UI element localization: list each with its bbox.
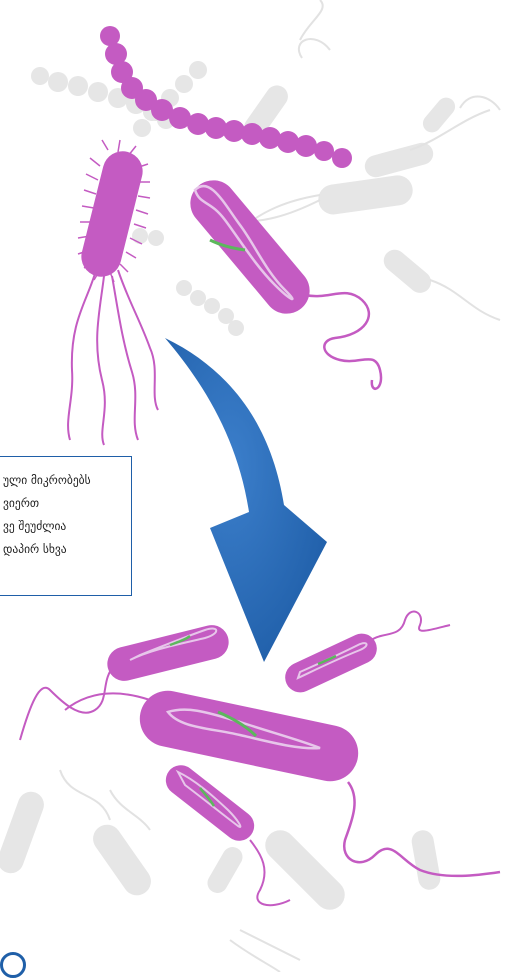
caption-line-4: დაპირ სხვა <box>3 538 125 561</box>
circle-marker-icon <box>0 952 26 978</box>
hairy-bacterium <box>68 140 158 445</box>
transfer-arrow <box>165 338 327 662</box>
caption-line-2: ვიერთ <box>3 492 125 515</box>
caption-line-1: ული მიკრობებს <box>3 469 125 492</box>
explanation-textbox: ული მიკრობებს ვიერთ ვე შეუძლია დაპირ სხვ… <box>0 456 132 596</box>
bacteria-chain <box>100 26 352 168</box>
caption-line-3: ვე შეუძლია <box>3 515 125 538</box>
